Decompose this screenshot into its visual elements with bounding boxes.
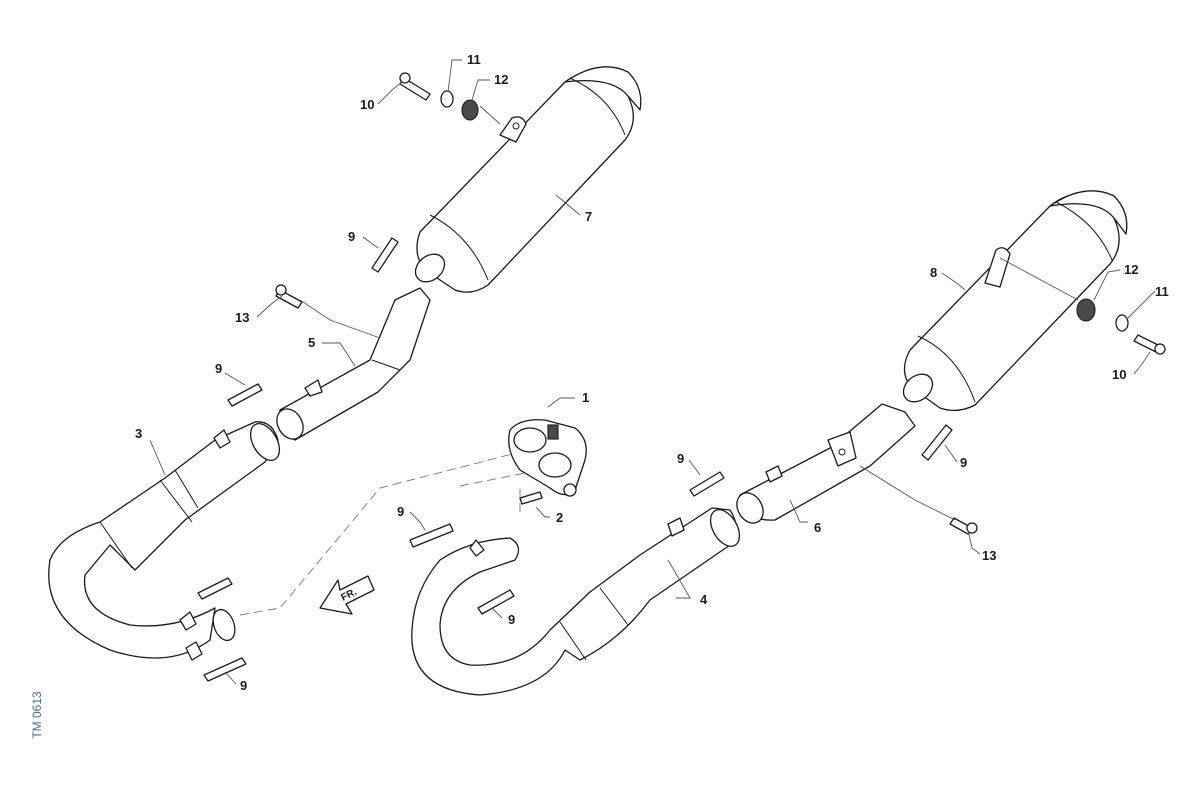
front-direction-arrow: FR. <box>319 575 375 615</box>
callout-9: 9 <box>240 678 247 693</box>
callout-7: 7 <box>585 209 592 224</box>
callout-numbers: 1 2 3 4 5 6 7 8 9 9 9 9 9 9 9 10 10 11 1… <box>135 52 1169 693</box>
link-pipe-right <box>736 403 916 524</box>
callout-6: 6 <box>814 520 821 535</box>
callout-3: 3 <box>135 426 142 441</box>
springs-left <box>197 237 399 682</box>
manifold-right <box>411 507 741 696</box>
callout-10: 10 <box>1112 367 1126 382</box>
callout-1: 1 <box>582 390 589 405</box>
callout-9: 9 <box>397 504 404 519</box>
callout-8: 8 <box>930 265 937 280</box>
callout-9: 9 <box>215 361 222 376</box>
callout-11: 11 <box>1155 284 1169 299</box>
callout-9: 9 <box>348 229 355 244</box>
callout-12: 12 <box>1124 262 1138 277</box>
reference-code-text: TM 0613 <box>30 691 44 739</box>
callout-13: 13 <box>235 310 249 325</box>
exhaust-flange-clamp <box>508 419 587 497</box>
callout-9: 9 <box>677 451 684 466</box>
callout-2: 2 <box>556 510 563 525</box>
callout-9: 9 <box>960 455 967 470</box>
assembly-guide-lines <box>239 451 541 616</box>
callout-4: 4 <box>700 592 708 607</box>
manifold-left <box>48 421 281 661</box>
diagram-reference-code: TM 0613 <box>30 690 44 740</box>
callout-5: 5 <box>308 335 315 350</box>
callout-9: 9 <box>508 612 515 627</box>
callout-10: 10 <box>360 97 374 112</box>
springs-right <box>409 424 953 615</box>
mounting-hardware-left <box>275 72 479 309</box>
flange-bolt <box>519 491 543 505</box>
callout-11: 11 <box>467 52 481 67</box>
silencer-left <box>414 66 642 293</box>
link-pipe-left <box>276 287 431 441</box>
callout-leader-lines <box>149 59 1156 685</box>
silencer-right <box>902 190 1128 412</box>
mounting-hardware-right <box>949 298 1166 535</box>
callout-12: 12 <box>494 72 508 87</box>
callout-13: 13 <box>982 548 996 563</box>
